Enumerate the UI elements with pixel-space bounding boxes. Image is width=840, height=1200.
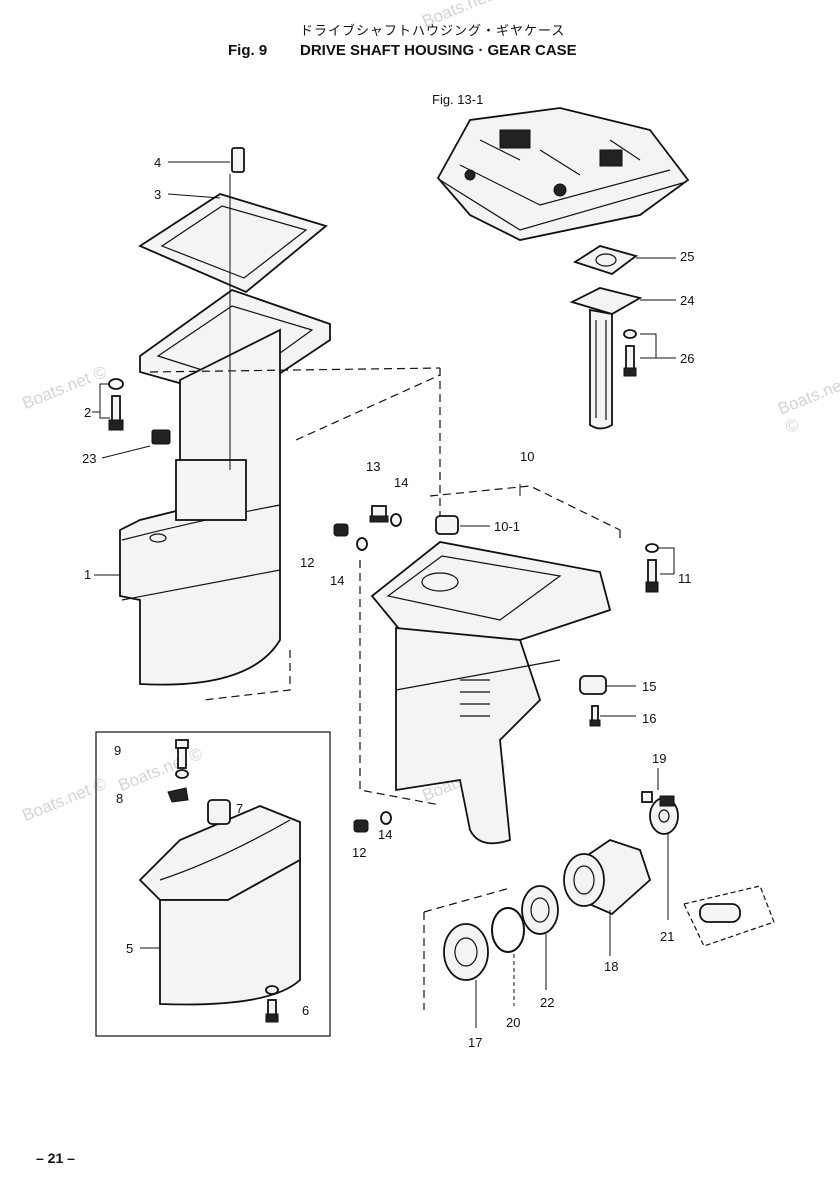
part-11-bolt (645, 543, 675, 593)
callout-4: 4 (154, 155, 162, 170)
part-24-water-tube (569, 287, 676, 430)
part-7-mount (207, 799, 231, 825)
callout-25: 25 (680, 249, 695, 264)
callout-14: 14 (394, 475, 409, 490)
part-22-bearing (521, 885, 559, 990)
part-5-lower-housing (138, 805, 301, 1006)
part-19-bolt (641, 768, 675, 807)
part-16-screw (589, 705, 636, 727)
part-18-bearing-housing (563, 839, 652, 956)
part-26-bolt (623, 329, 676, 377)
callout-8: 8 (116, 791, 124, 806)
callout-13: 13 (366, 459, 381, 474)
part-6-bolt (265, 985, 279, 1023)
title-japanese: ドライブシャフトハウジング・ギヤケース (300, 24, 566, 39)
callout-7: 7 (236, 801, 244, 816)
figure-number: Fig. 9 (228, 42, 268, 59)
callout-10: 10 (520, 449, 535, 464)
callout-21: 21 (660, 929, 675, 944)
figure-title: Fig. 9 DRIVE SHAFT HOUSING · GEAR CASE (228, 42, 577, 59)
callout-22: 22 (540, 995, 555, 1010)
callout-16: 16 (642, 711, 657, 726)
callout-24: 24 (680, 293, 695, 308)
callout-26: 26 (680, 351, 695, 366)
part-8-clip (167, 787, 189, 803)
part-13-bolt (369, 505, 389, 523)
part-25-gasket (572, 245, 676, 276)
callout-18: 18 (604, 959, 619, 974)
figure-title-text: DRIVE SHAFT HOUSING · GEAR CASE (300, 42, 577, 59)
part-2-bolt (92, 378, 124, 431)
engine-cover-drawing (436, 107, 690, 241)
callout-11: 11 (678, 571, 692, 586)
callout-14: 14 (330, 573, 345, 588)
callout-2: 2 (84, 405, 92, 420)
part-14-washers (356, 513, 402, 825)
callout-3: 3 (154, 187, 162, 202)
part-21-seal (649, 797, 775, 947)
callout-17: 17 (468, 1035, 483, 1050)
page-number: – 21 – (36, 1150, 75, 1166)
part-12-plugs (333, 523, 369, 833)
callout-14: 14 (378, 827, 393, 842)
callout-12: 12 (352, 845, 367, 860)
callout-20: 20 (506, 1015, 521, 1030)
callout-5: 5 (126, 941, 134, 956)
part-1-drive-shaft-housing (94, 174, 331, 686)
callout-12: 12 (300, 555, 315, 570)
part-10-1-bushing (435, 515, 490, 535)
part-23-plug (101, 429, 171, 459)
part-3-gasket (138, 193, 328, 294)
part-20-o-ring (491, 907, 525, 1006)
callout-19: 19 (652, 751, 667, 766)
part-10-gear-case (370, 484, 612, 845)
part-15-grommet (579, 675, 636, 695)
part-5-group-box (95, 731, 331, 1037)
part-17-bearing (443, 923, 489, 1028)
part-4-dowel (168, 147, 245, 173)
callout-23: 23 (82, 451, 97, 466)
figure-reference: Fig. 13-1 (432, 92, 484, 107)
part-9-bolt (175, 739, 189, 779)
callout-15: 15 (642, 679, 657, 694)
callout-1: 1 (84, 567, 92, 582)
callout-6: 6 (302, 1003, 310, 1018)
callout-10-1: 10-1 (494, 519, 521, 534)
callout-9: 9 (114, 743, 122, 758)
